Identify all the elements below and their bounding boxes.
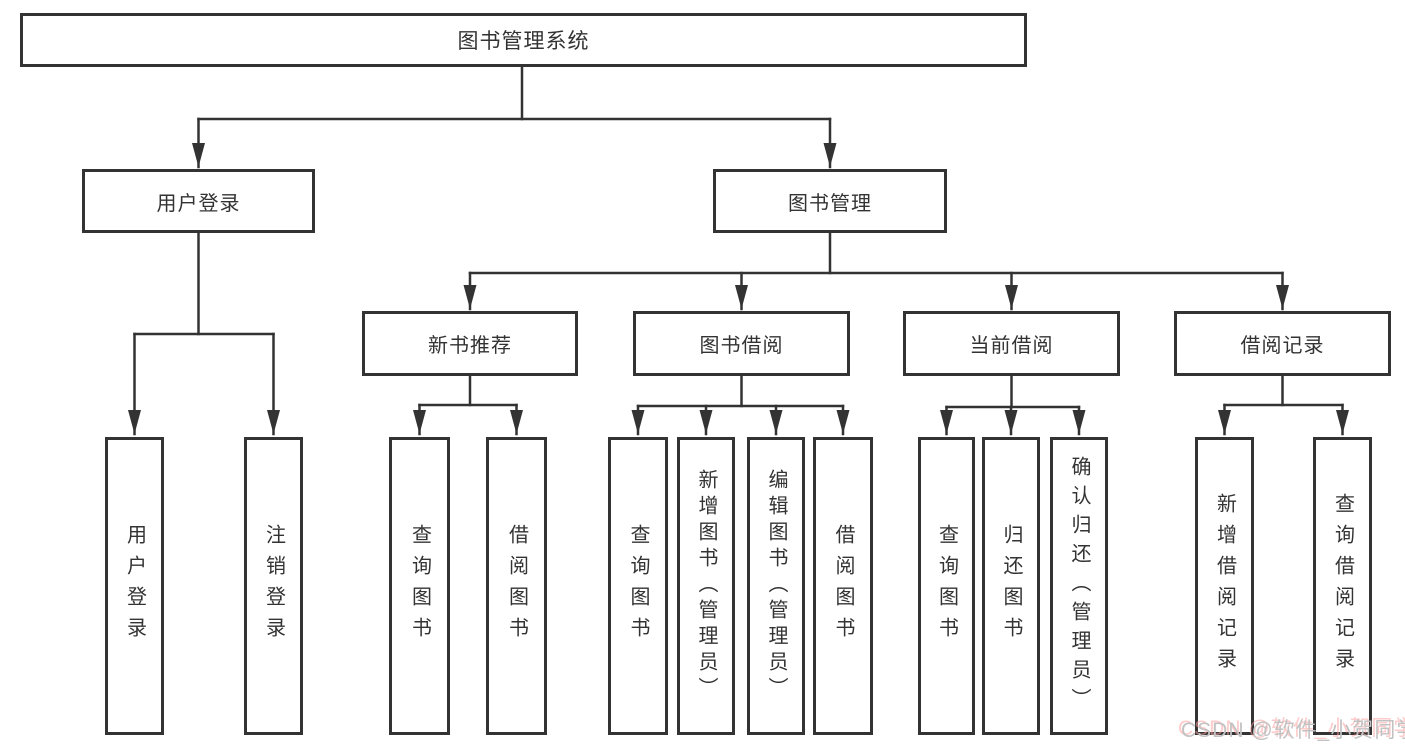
- node-current-borrowing: 当前借阅: [903, 311, 1120, 376]
- node-label: 当前借阅: [969, 335, 1054, 357]
- leaf-label: 查询借阅记录: [1331, 493, 1354, 679]
- leaf-bb-edit-books-admin: 编辑图书（管理员）: [747, 437, 805, 735]
- leaf-label: 新增图书（管理员）: [695, 469, 717, 703]
- leaf-label: 注销登录: [262, 524, 285, 648]
- node-label: 用户登录: [156, 192, 241, 215]
- node-label: 新书推荐: [428, 335, 512, 357]
- node-root: 图书管理系统: [20, 13, 1027, 67]
- node-label: 图书借阅: [699, 335, 784, 357]
- leaf-label: 归还图书: [1000, 524, 1022, 648]
- node-book-management: 图书管理: [713, 169, 947, 233]
- leaf-label: 查询图书: [935, 524, 958, 648]
- leaf-label: 新增借阅记录: [1213, 493, 1236, 679]
- watermark: CSDN @软件_小贺同学: [1181, 719, 1405, 742]
- node-new-book-recommendation: 新书推荐: [362, 311, 578, 376]
- node-user-login: 用户登录: [82, 169, 315, 233]
- leaf-label: 借阅图书: [505, 524, 528, 648]
- leaf-label: 查询图书: [627, 524, 649, 648]
- node-label: 图书管理: [788, 192, 872, 215]
- leaf-label: 编辑图书（管理员）: [765, 469, 787, 703]
- leaf-bb-query-books: 查询图书: [608, 437, 668, 735]
- node-borrowing-records: 借阅记录: [1174, 311, 1391, 376]
- node-book-borrowing: 图书借阅: [633, 311, 850, 376]
- leaf-user-login: 用户登录: [105, 437, 164, 735]
- leaf-label: 查询图书: [408, 524, 431, 648]
- leaf-br-add-record: 新增借阅记录: [1195, 437, 1254, 735]
- leaf-br-query-record: 查询借阅记录: [1313, 437, 1372, 735]
- node-label: 借阅记录: [1240, 335, 1325, 357]
- leaf-label: 借阅图书: [832, 524, 854, 648]
- leaf-bb-borrow-books: 借阅图书: [813, 437, 873, 735]
- leaf-label: 确认归还（管理员）: [1068, 455, 1090, 717]
- leaf-bb-add-books-admin: 新增图书（管理员）: [677, 437, 735, 735]
- leaf-nb-borrow-books: 借阅图书: [486, 437, 547, 735]
- leaf-cb-confirm-return-admin: 确认归还（管理员）: [1050, 437, 1108, 735]
- node-label: 图书管理系统: [457, 30, 590, 53]
- leaf-label: 用户登录: [123, 524, 146, 648]
- leaf-cb-return-books: 归还图书: [982, 437, 1040, 735]
- leaf-cb-query-books: 查询图书: [918, 437, 975, 735]
- leaf-logout-login: 注销登录: [244, 437, 303, 735]
- leaf-nb-query-books: 查询图书: [389, 437, 450, 735]
